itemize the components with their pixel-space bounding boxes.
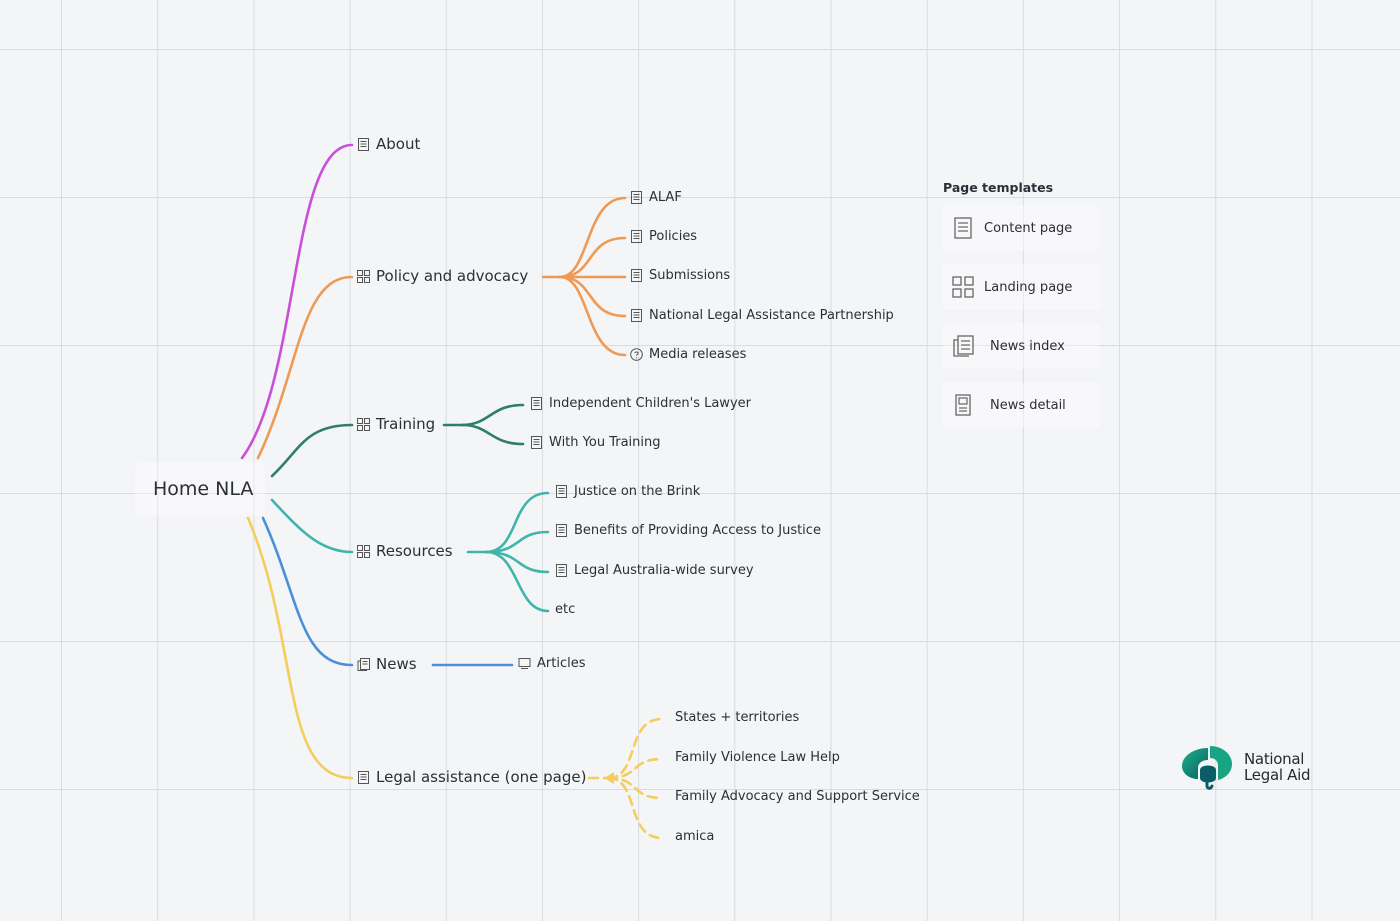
template-news-index[interactable]: News index [942,323,1100,369]
logo-line-2: Legal Aid [1244,766,1311,784]
content-page-icon [954,217,972,239]
content-page-icon [631,269,642,282]
node-label: Policies [649,229,698,244]
node-policy-and-advocacy[interactable]: Policy and advocacy [357,267,528,285]
article-icon [518,658,531,669]
node-label: ALAF [649,190,682,205]
node-label: etc [555,602,576,617]
node-media-releases[interactable]: Media releases [630,347,746,362]
node-resources[interactable]: Resources [357,542,453,560]
node-label: Independent Children's Lawyer [549,396,751,411]
node-independent-childrens-lawyer[interactable]: Independent Children's Lawyer [530,396,751,411]
node-articles[interactable]: Articles [518,656,585,671]
node-label: Family Violence Law Help [675,750,840,765]
node-label: National Legal Assistance Partnership [649,308,894,323]
template-label: Content page [984,220,1073,236]
node-justice-on-the-brink[interactable]: Justice on the Brink [555,484,700,499]
node-label: Submissions [649,268,731,283]
node-amica[interactable]: amica [675,829,714,844]
node-with-you-training[interactable]: With You Training [530,435,660,450]
node-label: States + territories [675,710,800,725]
node-policy-label: Policy and advocacy [376,267,529,285]
content-page-icon [358,137,369,151]
node-states-territories[interactable]: States + territories [675,710,799,725]
node-legal-australia-wide-survey[interactable]: Legal Australia-wide survey [555,563,754,578]
node-fass[interactable]: Family Advocacy and Support Service [675,789,920,804]
node-label: Media releases [649,347,747,362]
help-circle-icon [630,348,643,361]
content-page-icon [631,191,642,204]
node-label: With You Training [549,435,661,450]
node-about-label: About [376,135,421,153]
node-nlap[interactable]: National Legal Assistance Partnership [630,308,894,323]
content-page-icon [556,485,567,498]
node-label: Justice on the Brink [574,484,701,499]
node-legal-assistance[interactable]: Legal assistance (one page) [357,768,586,786]
connector-legal [246,516,354,780]
node-training[interactable]: Training [357,415,435,433]
landing-page-icon [357,544,370,558]
template-label: Landing page [984,279,1073,295]
node-label: Legal Australia-wide survey [574,563,754,578]
node-policies[interactable]: Policies [630,229,697,244]
template-landing-page[interactable]: Landing page [942,264,1100,310]
node-family-violence-law-help[interactable]: Family Violence Law Help [675,750,840,765]
node-training-label: Training [376,415,436,433]
landing-page-icon [357,269,370,283]
content-page-icon [631,309,642,322]
node-about[interactable]: About [357,135,420,153]
landing-page-icon [952,276,974,298]
node-label: Articles [537,656,586,671]
node-benefits-access-justice[interactable]: Benefits of Providing Access to Justice [555,523,821,538]
content-page-icon [531,436,542,449]
national-legal-aid-logo: National Legal Aid [1180,744,1311,790]
node-submissions[interactable]: Submissions [630,268,730,283]
news-detail-icon [955,394,971,416]
connector-training [270,423,354,478]
connector-news [261,516,354,667]
connector-about [240,143,354,460]
template-news-detail[interactable]: News detail [942,382,1100,428]
node-label: amica [675,829,715,844]
news-index-icon [357,657,370,671]
template-content-page[interactable]: Content page [942,205,1100,251]
node-resources-label: Resources [376,542,453,560]
content-page-icon [631,230,642,243]
logo-line-1: National [1244,750,1305,768]
content-page-icon [556,524,567,537]
node-alaf[interactable]: ALAF [630,190,682,205]
node-etc[interactable]: etc [555,602,575,617]
landing-page-icon [357,417,370,431]
root-node-label: Home NLA [153,478,254,500]
logo-mark-icon [1182,746,1232,790]
content-page-icon [556,564,567,577]
node-label: Benefits of Providing Access to Justice [574,523,821,538]
content-page-icon [531,397,542,410]
node-news-label: News [376,655,417,673]
root-node[interactable]: Home NLA [135,462,265,516]
node-legal-label: Legal assistance (one page) [376,768,587,786]
template-label: News detail [990,397,1066,413]
content-page-icon [358,770,369,784]
node-label: Family Advocacy and Support Service [675,789,920,804]
connector-policy [256,275,354,460]
template-label: News index [990,338,1065,354]
page-templates-title: Page templates [943,180,1054,195]
node-news[interactable]: News [357,655,417,673]
news-index-icon [953,335,974,357]
connector-resources [270,498,354,554]
